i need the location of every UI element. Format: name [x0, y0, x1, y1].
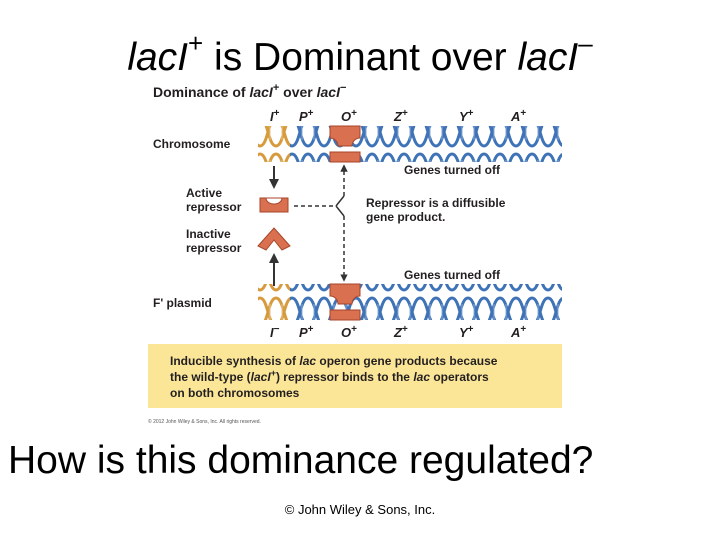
chromosome-gene-label-a: A+: [510, 108, 526, 124]
chromosome-gene-label-p: P+: [299, 108, 314, 124]
repressor-bound-plasmid-lower: [329, 309, 361, 321]
chromosome-label: Chromosome: [153, 137, 231, 151]
question-text: How is this dominance regulated?: [8, 439, 594, 482]
title-gene-b: lacI: [517, 36, 579, 79]
plasmid-gene-label-p: P+: [299, 324, 314, 340]
title-middle: is Dominant over: [203, 36, 518, 79]
title-gene-a: lacI: [127, 36, 189, 79]
genes-off-bottom-label: Genes turned off: [404, 268, 501, 282]
footer-copyright: © John Wiley & Sons, Inc.: [284, 502, 436, 517]
repressor-bound-plasmid: [329, 283, 361, 305]
inactive-repressor-label-2: repressor: [186, 241, 242, 255]
explanation-line-3: on both chromosomes: [170, 386, 300, 400]
diffusible-label-2: gene product.: [366, 210, 445, 224]
chromosome-gene-label-y: Y+: [459, 108, 474, 124]
slide-title: lacI+ is Dominant over lacI–: [0, 30, 720, 80]
inactive-repressor-icon: [257, 227, 291, 251]
title-sup-a: +: [188, 28, 204, 58]
plasmid-i-gene-helix: [258, 284, 290, 320]
plasmid-gene-label-a: A+: [510, 324, 526, 340]
plasmid-gene-label-z: Z+: [393, 324, 408, 340]
repressor-bound-chromosome: [329, 125, 361, 147]
chromosome-i-gene-helix: [258, 126, 290, 162]
figure-copyright: © 2012 John Wiley & Sons, Inc. All right…: [148, 418, 261, 425]
explanation-box: [148, 344, 562, 408]
f-plasmid-label: F' plasmid: [153, 296, 212, 310]
figure-svg: Dominance of lacI+ over lacI− I+ P+ O+ Z…: [148, 82, 562, 425]
plasmid-gene-label-y: Y+: [459, 324, 474, 340]
plasmid-gene-label-o: O+: [341, 324, 357, 340]
chromosome-gene-label-o: O+: [341, 108, 357, 124]
inactive-repressor-label-1: Inactive: [186, 227, 231, 241]
diffusible-label-1: Repressor is a diffusible: [366, 196, 506, 210]
figure-heading: Dominance of lacI+ over lacI−: [153, 82, 346, 100]
active-repressor-label-1: Active: [186, 186, 222, 200]
explanation-line-2: the wild-type (lacI+) repressor binds to…: [170, 368, 489, 384]
explanation-line-1: Inducible synthesis of lac operon gene p…: [170, 354, 498, 368]
repressor-bound-chromosome-lower: [329, 151, 361, 163]
chromosome-gene-label-i: I+: [270, 108, 280, 124]
dominance-figure: Dominance of lacI+ over lacI− I+ P+ O+ Z…: [148, 78, 562, 426]
active-repressor-icon: [259, 197, 289, 213]
genes-off-top-label: Genes turned off: [404, 163, 501, 177]
plasmid-gene-label-i: I−: [270, 324, 280, 340]
dashed-branch: [335, 195, 345, 217]
title-sup-b: –: [578, 28, 593, 58]
chromosome-gene-label-z: Z+: [393, 108, 408, 124]
active-repressor-label-2: repressor: [186, 200, 242, 214]
